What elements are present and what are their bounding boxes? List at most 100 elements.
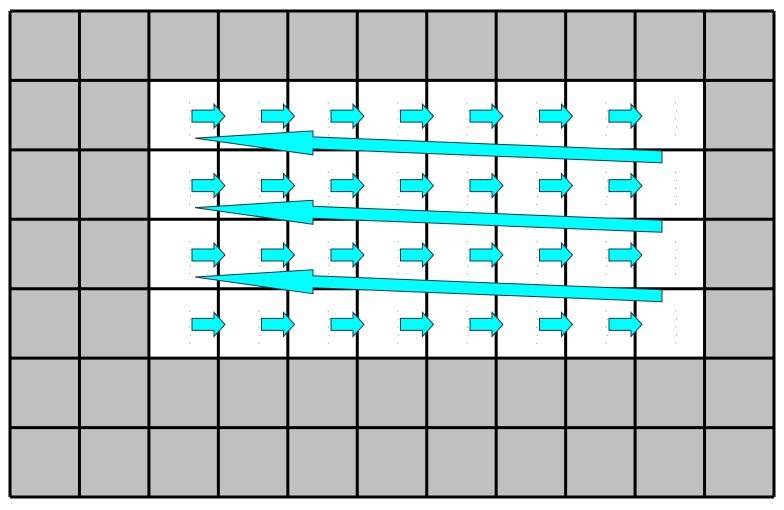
- right-arrow-icon: [261, 311, 296, 338]
- guide-dot: [467, 249, 469, 251]
- right-arrow-icon: [608, 102, 643, 130]
- right-arrow-icon: [191, 311, 226, 338]
- guide-dot: [466, 342, 468, 344]
- inactive-cell: [426, 11, 497, 81]
- guide-dot: [606, 249, 608, 251]
- inactive-cell: [704, 358, 774, 428]
- dotted-guides: [188, 102, 678, 344]
- inactive-cell: [79, 288, 149, 359]
- inactive-cell: [357, 11, 427, 81]
- right-arrow-icon: [469, 311, 504, 338]
- guide-dot: [605, 342, 607, 344]
- guide-dot: [537, 126, 539, 128]
- guide-dot: [605, 203, 607, 205]
- right-arrow-icon: [469, 241, 504, 269]
- guide-dot: [675, 326, 677, 328]
- guide-dot: [675, 203, 677, 205]
- right-arrow-icon: [539, 311, 574, 338]
- guide-dot: [536, 310, 538, 312]
- inactive-cell: [287, 358, 358, 428]
- guide-dot: [675, 118, 677, 120]
- inactive-cell: [218, 427, 288, 497]
- guide-dot: [467, 126, 469, 128]
- guide-dot: [188, 134, 190, 136]
- guide-dot: [605, 310, 607, 312]
- inactive-cell: [635, 358, 705, 428]
- guide-dot: [537, 179, 539, 181]
- right-arrow-icon: [539, 241, 574, 269]
- guide-dot: [189, 179, 191, 181]
- forward-arrows: [191, 102, 643, 338]
- guide-dot: [537, 195, 539, 197]
- guide-dot: [397, 118, 399, 120]
- inactive-cell: [635, 427, 705, 497]
- inactive-cell: [357, 427, 427, 497]
- guide-dot: [258, 118, 260, 120]
- guide-dot: [675, 134, 677, 136]
- guide-dot: [188, 203, 190, 205]
- guide-dot: [259, 265, 261, 267]
- inactive-cell: [10, 80, 80, 150]
- inactive-cell: [496, 11, 566, 81]
- guide-dot: [327, 203, 329, 205]
- guide-dot: [259, 249, 261, 251]
- inactive-cell: [565, 358, 636, 428]
- guide-dot: [327, 273, 329, 275]
- guide-dot: [676, 110, 678, 112]
- guide-dot: [258, 241, 260, 243]
- guide-dot: [537, 318, 539, 320]
- guide-dot: [189, 195, 191, 197]
- guide-dot: [258, 326, 260, 328]
- guide-dot: [536, 171, 538, 173]
- right-arrow-icon: [608, 172, 643, 199]
- guide-dot: [466, 326, 468, 328]
- guide-dot: [189, 110, 191, 112]
- inactive-cell: [79, 219, 149, 289]
- guide-dot: [675, 102, 677, 104]
- guide-dot: [397, 342, 399, 344]
- guide-dot: [397, 273, 399, 275]
- guide-dot: [676, 334, 678, 336]
- guide-dot: [397, 203, 399, 205]
- guide-dot: [189, 249, 191, 251]
- guide-dot: [328, 334, 330, 336]
- guide-dot: [398, 334, 400, 336]
- guide-dot: [188, 310, 190, 312]
- guide-dot: [188, 257, 190, 259]
- inactive-cell: [79, 80, 149, 150]
- guide-dot: [605, 326, 607, 328]
- guide-dot: [189, 265, 191, 267]
- guide-dot: [536, 102, 538, 104]
- guide-dot: [188, 342, 190, 344]
- inactive-cell: [79, 427, 149, 497]
- guide-dot: [536, 257, 538, 259]
- guide-dot: [467, 179, 469, 181]
- guide-dot: [676, 265, 678, 267]
- guide-dot: [466, 241, 468, 243]
- inactive-cell: [218, 11, 288, 81]
- guide-dot: [327, 187, 329, 189]
- right-arrow-icon: [330, 241, 365, 269]
- right-arrow-icon: [539, 102, 574, 130]
- guide-dot: [397, 310, 399, 312]
- inactive-cell: [704, 11, 774, 81]
- guide-dot: [466, 118, 468, 120]
- grid-cells: [10, 11, 774, 497]
- return-arrow-icon: [194, 130, 663, 164]
- inactive-cell: [565, 11, 636, 81]
- inactive-cell: [148, 358, 219, 428]
- guide-dot: [328, 195, 330, 197]
- guide-dot: [605, 102, 607, 104]
- right-arrow-icon: [608, 311, 643, 338]
- guide-dot: [328, 318, 330, 320]
- right-arrow-icon: [261, 102, 296, 130]
- inactive-cell: [565, 427, 636, 497]
- guide-dot: [605, 134, 607, 136]
- guide-dot: [536, 134, 538, 136]
- guide-dot: [606, 110, 608, 112]
- guide-dot: [537, 110, 539, 112]
- guide-dot: [466, 102, 468, 104]
- guide-dot: [189, 318, 191, 320]
- guide-dot: [536, 241, 538, 243]
